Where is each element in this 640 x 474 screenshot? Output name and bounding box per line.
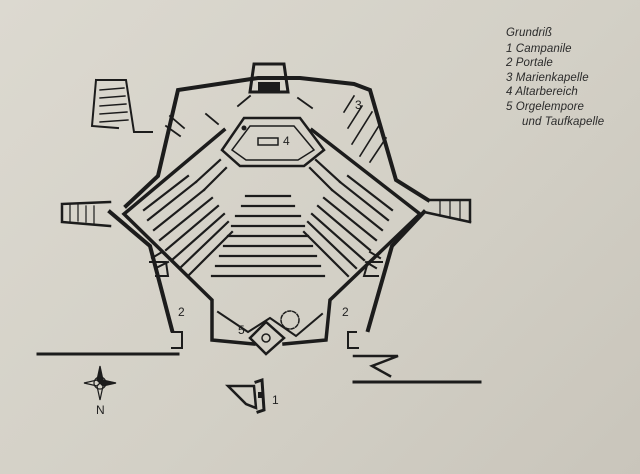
- pews-left: [142, 158, 234, 278]
- compass-rose: [83, 365, 117, 401]
- legend-item-campanile: 1 Campanile: [506, 42, 572, 55]
- portal-left-steps: [149, 250, 183, 349]
- label-campanile: 1: [272, 393, 279, 407]
- legend: Grundriß 1 Campanile 2 Portale 3 Marienk…: [506, 26, 604, 129]
- label-portal-left: 2: [178, 305, 185, 319]
- altar-platform: [220, 116, 326, 168]
- staircase: [90, 78, 153, 133]
- altar-table: [257, 137, 279, 146]
- nave-wall-left: [121, 127, 256, 346]
- legend-item-portale: 2 Portale: [506, 57, 553, 70]
- outer-wall-right: [365, 209, 427, 333]
- label-orgelempore: 5: [238, 323, 245, 337]
- compass-north-label: N: [96, 403, 105, 417]
- label-marienkapelle: 3: [355, 98, 362, 112]
- legend-item-orgelempore: 5 Orgelempore: [506, 100, 585, 113]
- pews-right: [302, 158, 394, 278]
- legend-title: Grundriß: [506, 27, 553, 39]
- ground-step-right: [352, 354, 399, 378]
- outer-wall-upper: [123, 76, 431, 209]
- label-portal-right: 2: [342, 305, 349, 319]
- baptismal-font: [280, 310, 300, 330]
- legend-item-marienkapelle: 3 Marienkapelle: [506, 71, 589, 84]
- right-wing: [422, 198, 472, 224]
- label-altarbereich: 4: [283, 134, 290, 148]
- marienkapelle-hatching: [342, 94, 388, 164]
- taufkapelle-square: [248, 320, 286, 356]
- campanile-plan: [224, 384, 258, 410]
- nave-wall-right: [282, 127, 423, 346]
- legend-item-taufkapelle: und Taufkapelle: [522, 115, 605, 128]
- pews-center: [210, 194, 326, 278]
- portal-right-steps: [347, 250, 383, 349]
- orgelempore: [216, 310, 324, 338]
- outer-wall-left: [107, 209, 175, 333]
- campanile-top: [248, 62, 290, 94]
- legend-item-altarbereich: 4 Altarbereich: [506, 86, 578, 99]
- left-wing: [60, 200, 112, 228]
